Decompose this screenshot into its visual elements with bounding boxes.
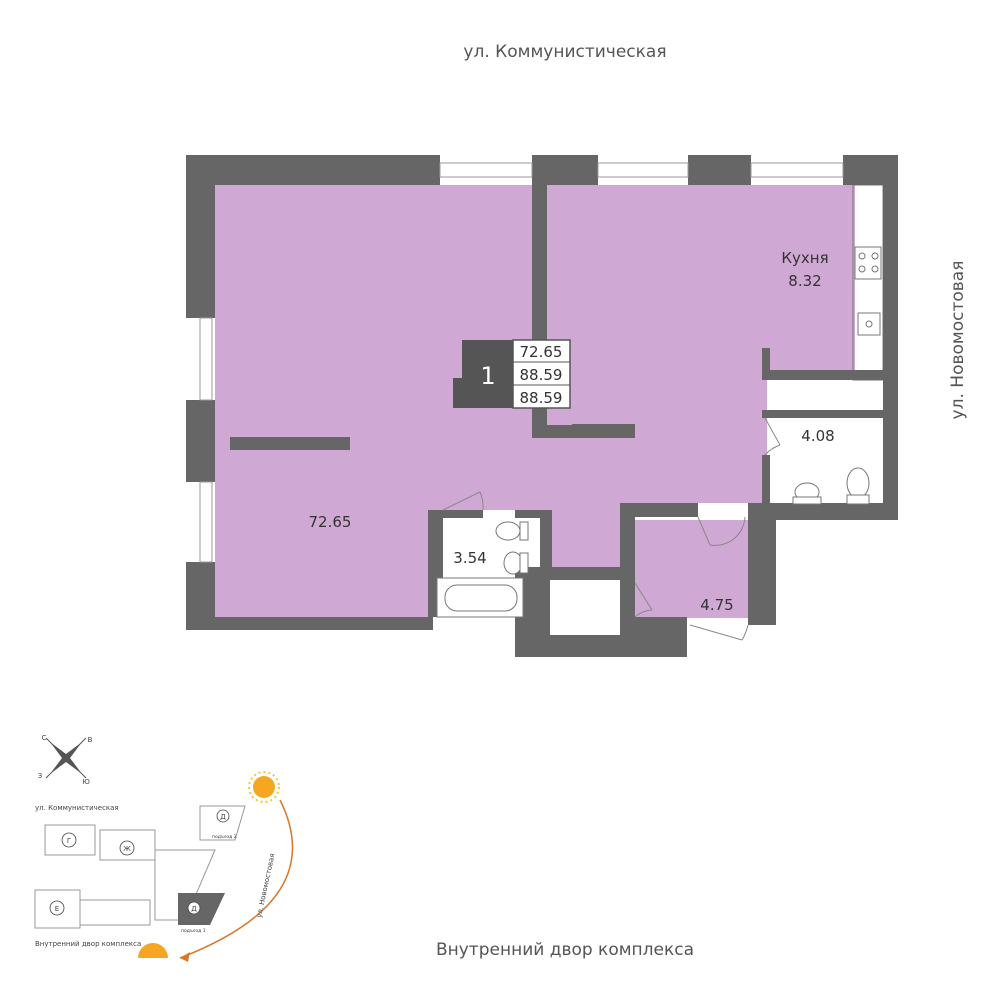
building-label-e: Е xyxy=(55,905,59,913)
small-bathroom-fixtures xyxy=(436,521,529,618)
small-bathroom-area: 3.54 xyxy=(453,549,486,567)
room-count: 1 xyxy=(480,362,495,390)
building-label-zh: Ж xyxy=(123,845,131,853)
compass-east: В xyxy=(88,736,93,744)
site-street-bottom: Внутренний двор комплекса xyxy=(35,940,141,948)
compass-south: Ю xyxy=(82,778,90,786)
entrance-1-label: подъезд 1 xyxy=(181,928,206,934)
badge-area-living: 72.65 xyxy=(520,343,563,361)
compass-north: С xyxy=(42,734,47,742)
doors xyxy=(442,417,781,641)
street-label-bottom: Внутренний двор комплекса xyxy=(435,940,695,960)
kitchen-name: Кухня xyxy=(781,249,828,267)
kitchen-counter xyxy=(852,184,884,381)
sun-path xyxy=(138,771,294,962)
living-room-area: 72.65 xyxy=(309,513,352,531)
building-label-d: Д xyxy=(191,905,197,913)
sun-icon-evening xyxy=(138,943,168,958)
site-street-top: ул. Коммунистическая xyxy=(35,804,119,812)
site-street-right: ул. Новомостовая xyxy=(255,853,276,919)
sun-icon-morning xyxy=(253,776,275,798)
building-label-g: Г xyxy=(67,837,71,845)
floor-area xyxy=(215,185,855,618)
selected-building xyxy=(178,893,225,925)
badge-area-full: 88.59 xyxy=(520,389,563,407)
compass-west: З xyxy=(38,772,43,780)
compass: С В Ю З xyxy=(38,734,93,786)
bathroom-fixtures xyxy=(792,467,870,505)
walls xyxy=(186,155,898,657)
badge-area-total: 88.59 xyxy=(520,366,563,384)
bathroom-area: 4.08 xyxy=(801,427,834,445)
site-plan: ул. Коммунистическая Внутренний двор ком… xyxy=(34,804,277,948)
kitchen-area: 8.32 xyxy=(788,272,821,290)
windows xyxy=(199,162,844,563)
hallway-area: 4.75 xyxy=(700,596,733,614)
entrance-2-label: подъезд 2 xyxy=(212,834,237,840)
street-label-top: ул. Коммунистическая xyxy=(463,42,667,62)
building-label-d-top: Д xyxy=(220,813,226,821)
apartment-badge: 1 72.65 88.59 88.59 xyxy=(453,339,571,409)
